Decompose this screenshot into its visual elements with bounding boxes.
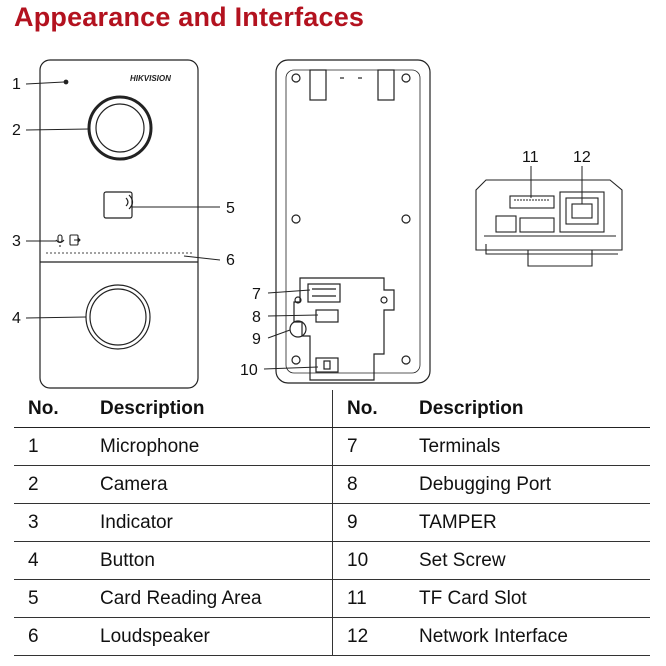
row-no: 9	[332, 503, 405, 542]
row-description: Button	[86, 541, 333, 580]
row-description: Camera	[86, 465, 333, 504]
callout-2: 2	[12, 122, 21, 139]
leader-lines	[25, 81, 583, 370]
brand-logo: HIKVISION	[130, 74, 171, 83]
callout-11: 11	[522, 149, 539, 166]
table-row: 5 Card Reading Area 11 TF Card Slot	[14, 579, 650, 618]
row-no: 2	[14, 465, 86, 504]
front-panel	[39, 59, 199, 389]
table-row: 6 Loudspeaker 12 Network Interface	[14, 617, 650, 656]
row-no: 1	[14, 427, 86, 466]
row-description: Microphone	[86, 427, 333, 466]
row-no: 5	[14, 579, 86, 618]
row-description: Terminals	[405, 427, 650, 466]
row-no: 8	[332, 465, 405, 504]
callout-1: 1	[12, 76, 21, 93]
row-description: TF Card Slot	[405, 579, 650, 618]
table-row: 4 Button 10 Set Screw	[14, 541, 650, 580]
header-no-left: No.	[14, 390, 86, 428]
table-row: 1 Microphone 7 Terminals	[14, 427, 650, 466]
header-description-left: Description	[86, 390, 333, 428]
row-description: Debugging Port	[405, 465, 650, 504]
callout-3: 3	[12, 233, 21, 250]
row-description: Loudspeaker	[86, 617, 333, 656]
callout-12: 12	[573, 149, 591, 166]
callout-6: 6	[226, 252, 235, 269]
device-diagram: HIKVISION	[12, 59, 623, 389]
table-header-row: No. Description No. Description	[14, 390, 650, 428]
row-description: Set Screw	[405, 541, 650, 580]
table-row: 3 Indicator 9 TAMPER	[14, 503, 650, 542]
callout-9: 9	[252, 331, 261, 348]
indicator-icons	[55, 234, 81, 247]
row-no: 3	[14, 503, 86, 542]
callout-7: 7	[252, 286, 261, 303]
row-no: 10	[332, 541, 405, 580]
callout-4: 4	[12, 310, 21, 327]
row-description: Indicator	[86, 503, 333, 542]
back-panel	[275, 59, 431, 384]
side-view	[475, 179, 623, 267]
header-no-right: No.	[332, 390, 405, 428]
row-description: TAMPER	[405, 503, 650, 542]
row-description: Card Reading Area	[86, 579, 333, 618]
callout-8: 8	[252, 309, 261, 326]
table-row: 2 Camera 8 Debugging Port	[14, 465, 650, 504]
row-no: 4	[14, 541, 86, 580]
callout-5: 5	[226, 200, 235, 217]
row-no: 6	[14, 617, 86, 656]
header-description-right: Description	[405, 390, 650, 428]
callout-10: 10	[240, 362, 258, 379]
row-no: 7	[332, 427, 405, 466]
row-no: 11	[332, 579, 405, 618]
description-table: No. Description No. Description 1 Microp…	[14, 390, 650, 656]
row-no: 12	[332, 617, 405, 656]
page-title: Appearance and Interfaces	[14, 2, 365, 32]
row-description: Network Interface	[405, 617, 650, 656]
